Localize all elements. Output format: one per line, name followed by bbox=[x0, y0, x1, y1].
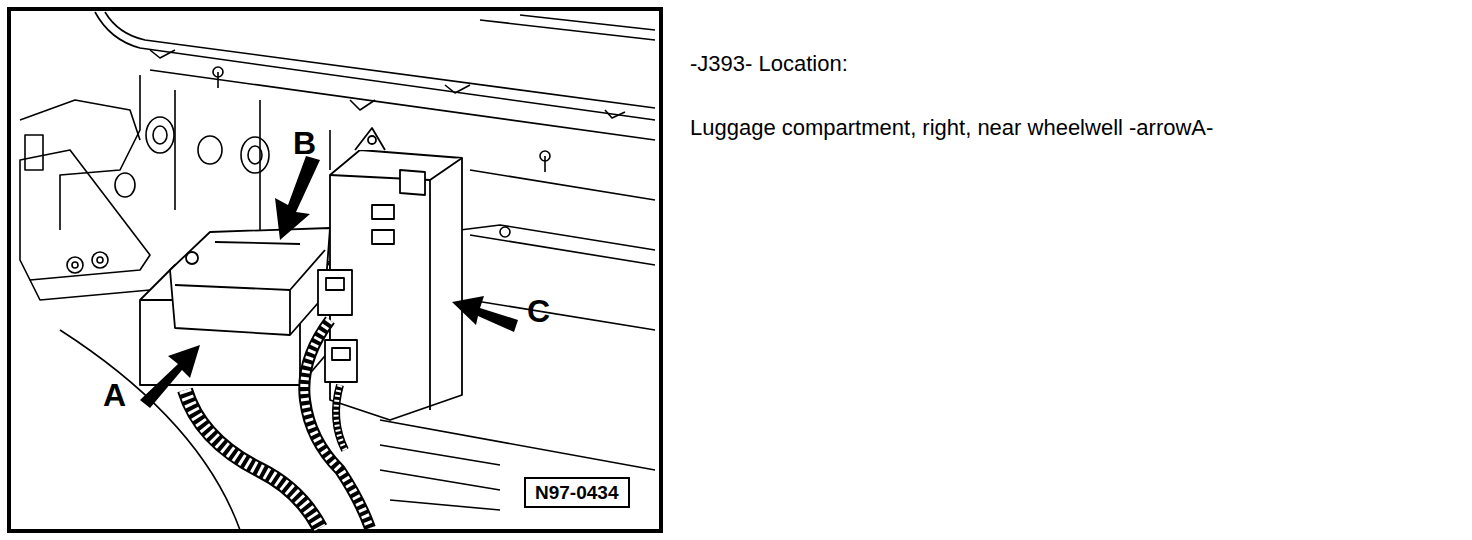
note-text: Luggage compartment, right, near wheelwe… bbox=[690, 116, 1213, 140]
callout-arrows bbox=[140, 156, 518, 408]
frame bbox=[9, 9, 661, 531]
body-panel bbox=[20, 12, 655, 530]
wiring-harness bbox=[185, 320, 370, 528]
arrow-c bbox=[452, 296, 518, 332]
arrow-a bbox=[140, 345, 200, 408]
callout-letter: B bbox=[293, 126, 316, 161]
figure-number: N97-0434 bbox=[535, 483, 619, 504]
heading-text: -J393- Location: bbox=[690, 52, 848, 76]
callout-letter: C bbox=[527, 294, 550, 329]
arrow-b bbox=[275, 156, 320, 240]
figure-number-box: N97-0434 bbox=[524, 477, 630, 508]
callout-letter: A bbox=[103, 378, 126, 413]
